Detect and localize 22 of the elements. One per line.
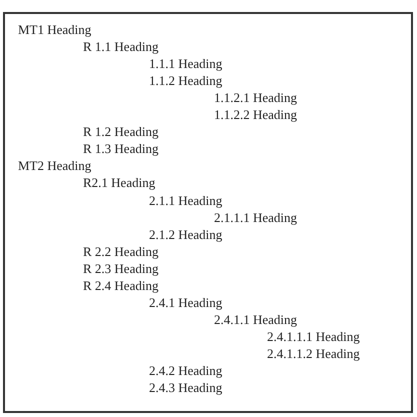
- outline-heading: MT1 Heading: [18, 22, 92, 37]
- outline-heading: 2.1.1 Heading: [149, 192, 222, 208]
- outline-heading: R2.1 Heading: [83, 175, 156, 190]
- outline-heading: 2.1.2 Heading: [149, 226, 222, 242]
- outline-heading: R 1.2 Heading: [83, 124, 158, 140]
- outline-heading: 2.4.1.1.2 Heading: [267, 346, 360, 361]
- outline-heading: 1.1.2.2 Heading: [214, 107, 298, 122]
- outline-heading: R 2.3 Heading: [83, 260, 158, 276]
- outline-heading: MT2 Heading: [18, 158, 92, 174]
- outline-heading: 2.1.1.1 Heading: [214, 210, 298, 225]
- outline-heading: 1.1.2 Heading: [149, 73, 222, 88]
- outline-heading: 1.1.1 Heading: [149, 56, 222, 72]
- outline-heading: 2.4.2 Heading: [149, 363, 222, 378]
- outline-heading: 2.4.1.1.1 Heading: [267, 328, 360, 344]
- outline-heading: 2.4.1 Heading: [149, 294, 222, 310]
- outline-heading: 2.4.3 Heading: [149, 380, 222, 396]
- outline-heading: R 2.4 Heading: [83, 278, 158, 293]
- outline-heading: R 1.1 Heading: [83, 39, 158, 54]
- outline-heading: R 1.3 Heading: [83, 141, 158, 156]
- outline-heading: R 2.2 Heading: [83, 244, 158, 259]
- outline-heading: 2.4.1.1 Heading: [214, 312, 298, 327]
- outline-heading: 1.1.2.1 Heading: [214, 90, 298, 106]
